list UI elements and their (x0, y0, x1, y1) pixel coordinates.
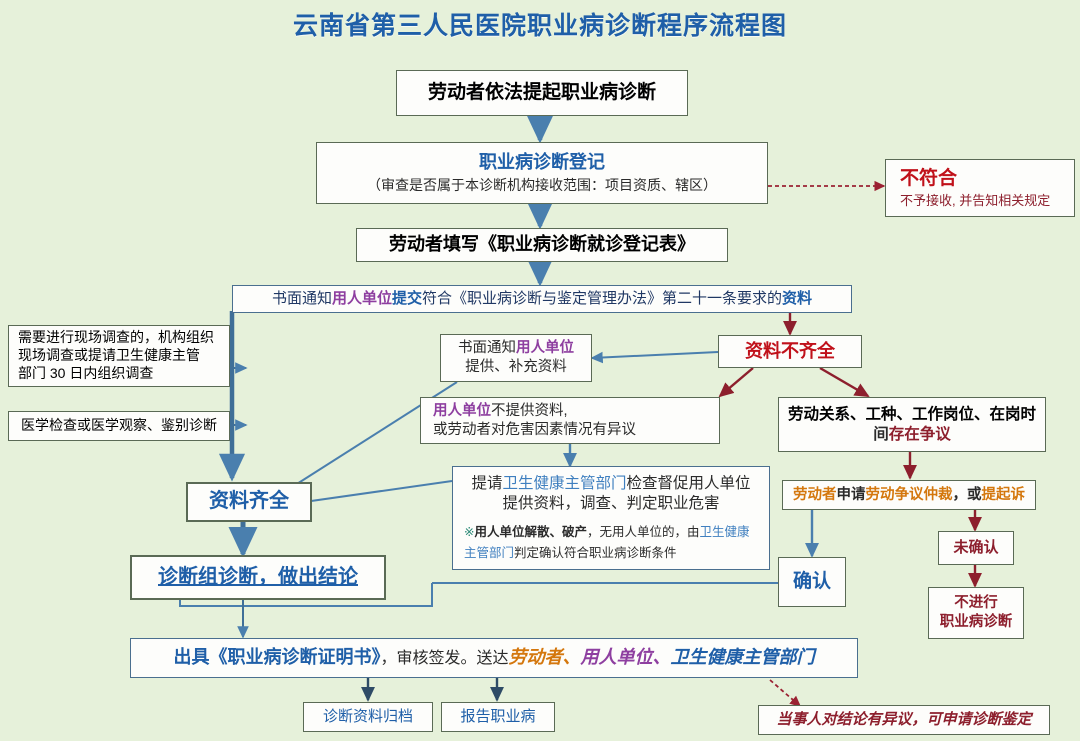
node-not-eligible[interactable]: 不符合 不予接收, 并告知相关规定 (885, 159, 1075, 217)
node-issue-certificate[interactable]: 出具《职业病诊断证明书》，审核签发。送达劳动者、用人单位、卫生健康主管部门 (130, 638, 858, 678)
employer-refuses-line2: 或劳动者对危害因素情况有异议 (433, 421, 636, 438)
node-not-confirmed[interactable]: 未确认 (938, 531, 1014, 565)
written-notice-seg1: 书面通知 (458, 340, 516, 357)
medical-exam-label: 医学检查或医学观察、鉴别诊断 (21, 417, 217, 434)
diagnosis-group-label: 诊断组诊断，做出结论 (158, 565, 358, 588)
node-written-notice-employer[interactable]: 书面通知用人单位 提供、补充资料 (440, 334, 592, 382)
node-employer-refuses[interactable]: 用人单位不提供资料, 或劳动者对危害因素情况有异议 (420, 397, 720, 444)
materials-incomplete-label: 资料不齐全 (745, 340, 835, 361)
issue-certificate-worker: 劳动者、 (508, 647, 581, 668)
written-notice-employer-word: 用人单位 (516, 340, 574, 357)
node-registration-title: 职业病诊断登记 (479, 152, 605, 173)
site-investigation-line2: 现场调查或提请卫生健康主管 (18, 347, 200, 364)
employer-refuses-seg2: 不提供资料, (491, 402, 568, 419)
node-start[interactable]: 劳动者依法提起职业病诊断 (396, 70, 688, 116)
node-not-eligible-note: 不予接收, 并告知相关规定 (900, 192, 1051, 208)
request-supervision-dept: 卫生健康主管部门 (502, 475, 627, 492)
written-notice-line2: 提供、补充资料 (465, 359, 567, 375)
request-supervision-note-mark: ※ (464, 524, 475, 539)
request-supervision-line2: 提供资料，调查、判定职业危害 (502, 494, 720, 512)
node-no-diagnosis[interactable]: 不进行 职业病诊断 (928, 587, 1024, 639)
node-report-disease[interactable]: 报告职业病 (441, 702, 555, 732)
arbitration-worker: 劳动者 (793, 486, 837, 503)
issue-certificate-employer: 用人单位、 (580, 647, 671, 668)
issue-certificate-seg2: ，审核签发。送达 (380, 650, 509, 668)
node-materials-complete[interactable]: 资料齐全 (186, 482, 312, 522)
materials-complete-label: 资料齐全 (209, 490, 289, 513)
request-supervision-note-e: 判定确认符合职业病诊断条件 (514, 546, 677, 561)
no-diagnosis-line2: 职业病诊断 (939, 614, 1013, 630)
request-supervision-seg3: 检查督促用人单位 (626, 475, 751, 492)
issue-certificate-seg1: 出具《职业病诊断证明书》 (173, 647, 381, 668)
page-title: 云南省第三人民医院职业病诊断程序流程图 (292, 13, 787, 40)
arbitration-seg2: 申请 (836, 486, 866, 503)
site-investigation-line1: 需要进行现场调查的，机构组织 (18, 329, 214, 346)
node-start-label: 劳动者依法提起职业病诊断 (427, 81, 656, 103)
notify-seg-1: 书面通知 (271, 290, 332, 308)
node-fill-form[interactable]: 劳动者填写《职业病诊断就诊登记表》 (356, 228, 728, 262)
notify-seg-materials: 资料 (782, 290, 813, 308)
node-archive[interactable]: 诊断资料归档 (303, 702, 433, 732)
labor-dispute-line1: 劳动关系、工种、工作岗位、在岗时 (787, 405, 1036, 423)
node-not-eligible-title: 不符合 (900, 167, 958, 189)
request-supervision-note-a: 用人单位解散、破产 (474, 524, 587, 539)
node-request-supervision[interactable]: 提请卫生健康主管部门检查督促用人单位 提供资料，调查、判定职业危害 ※用人单位解… (452, 466, 770, 570)
notify-seg-4: 符合《职业病诊断与鉴定管理办法》第二十一条要求的 (422, 290, 783, 308)
no-diagnosis-line1: 不进行 (954, 595, 998, 612)
node-labor-dispute[interactable]: 劳动关系、工种、工作岗位、在岗时 间存在争议 (778, 397, 1046, 452)
site-investigation-line3: 部门 30 日内组织调查 (18, 364, 154, 381)
confirmed-label: 确认 (792, 570, 831, 592)
request-supervision-note-d: 健康主管部门 (464, 524, 750, 561)
node-registration-subtitle: （审查是否属于本诊断机构接收范围：项目资质、辖区） (367, 177, 717, 194)
node-arbitration[interactable]: 劳动者申请劳动争议仲裁，或提起诉 (782, 480, 1036, 510)
labor-dispute-line2a: 间 (873, 425, 889, 443)
node-fill-form-label: 劳动者填写《职业病诊断就诊登记表》 (389, 234, 695, 255)
node-diagnosis-group[interactable]: 诊断组诊断，做出结论 (130, 555, 386, 600)
node-materials-incomplete[interactable]: 资料不齐全 (718, 335, 862, 368)
node-notify-submit[interactable]: 书面通知用人单位提交符合《职业病诊断与鉴定管理办法》第二十一条要求的资料 (232, 285, 852, 313)
report-disease-label: 报告职业病 (460, 708, 536, 726)
appeal-label: 当事人对结论有异议，可申请诊断鉴定 (776, 711, 1032, 729)
notify-seg-submit: 提交 (391, 290, 422, 308)
employer-refuses-employer-word: 用人单位 (433, 402, 491, 419)
not-confirmed-label: 未确认 (953, 539, 999, 557)
arbitration-seg4: ，或 (952, 486, 982, 503)
request-supervision-note-c: 卫生 (699, 524, 725, 539)
labor-dispute-dispute-word: 存在争议 (888, 425, 951, 443)
arbitration-litigation: 提起诉 (981, 486, 1026, 503)
arbitration-term: 劳动争议仲裁 (865, 486, 953, 503)
node-medical-exam[interactable]: 医学检查或医学观察、鉴别诊断 (8, 411, 230, 441)
notify-seg-employer: 用人单位 (331, 290, 392, 308)
request-supervision-note-b: ，无用人单位的，由 (587, 524, 700, 539)
request-supervision-seg1: 提请 (471, 475, 503, 492)
issue-certificate-dept: 卫生健康主管部门 (670, 647, 815, 668)
archive-label: 诊断资料归档 (322, 708, 413, 726)
node-confirmed[interactable]: 确认 (778, 557, 846, 607)
node-site-investigation[interactable]: 需要进行现场调查的，机构组织 现场调查或提请卫生健康主管 部门 30 日内组织调… (8, 325, 230, 387)
node-appeal[interactable]: 当事人对结论有异议，可申请诊断鉴定 (758, 705, 1050, 735)
node-registration[interactable]: 职业病诊断登记 （审查是否属于本诊断机构接收范围：项目资质、辖区） (316, 142, 768, 204)
